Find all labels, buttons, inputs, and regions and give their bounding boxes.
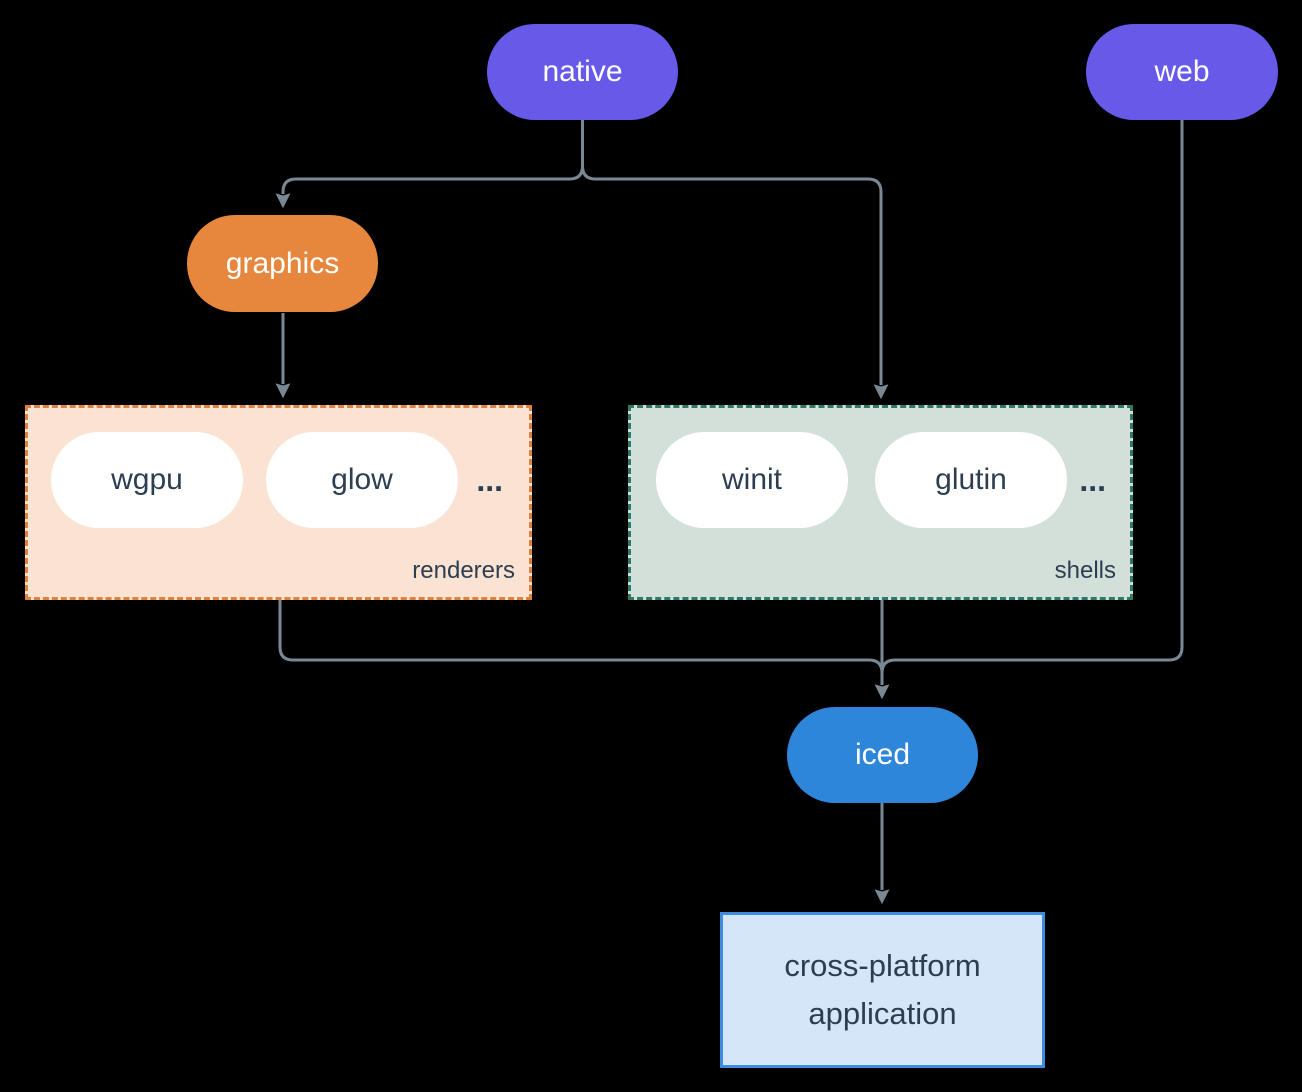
node-glutin-label: glutin [935, 463, 1007, 496]
edge-renderers-to-iced [278, 600, 884, 674]
group-shells-label: shells [1054, 557, 1116, 584]
node-application-label: cross-platform application [784, 948, 981, 1031]
node-web-label: web [1154, 55, 1210, 88]
node-graphics-label: graphics [225, 246, 340, 280]
node-cross-platform-application: cross-platform application [720, 912, 1045, 1068]
node-winit: winit [656, 432, 848, 528]
edge-native-to-shells [581, 120, 889, 400]
shells-ellipsis: ... [1079, 461, 1106, 498]
renderers-ellipsis: ... [476, 461, 503, 498]
node-glow-label: glow [331, 463, 393, 496]
node-glutin: glutin [875, 432, 1067, 528]
node-winit-label: winit [721, 463, 782, 496]
node-iced-label: iced [854, 738, 911, 771]
node-native-label: native [542, 55, 623, 88]
node-wgpu-label: wgpu [111, 463, 183, 496]
node-iced: iced [787, 707, 978, 803]
node-native: native [487, 24, 678, 120]
node-web: web [1086, 24, 1278, 120]
node-wgpu: wgpu [51, 432, 243, 528]
group-renderers-label: renderers [412, 557, 515, 584]
edge-native-to-graphics [275, 120, 584, 209]
group-shells: winit glutin ... shells [628, 405, 1133, 600]
node-glow: glow [266, 432, 458, 528]
node-graphics: graphics [187, 215, 378, 312]
group-renderers: wgpu glow ... renderers [25, 405, 532, 600]
